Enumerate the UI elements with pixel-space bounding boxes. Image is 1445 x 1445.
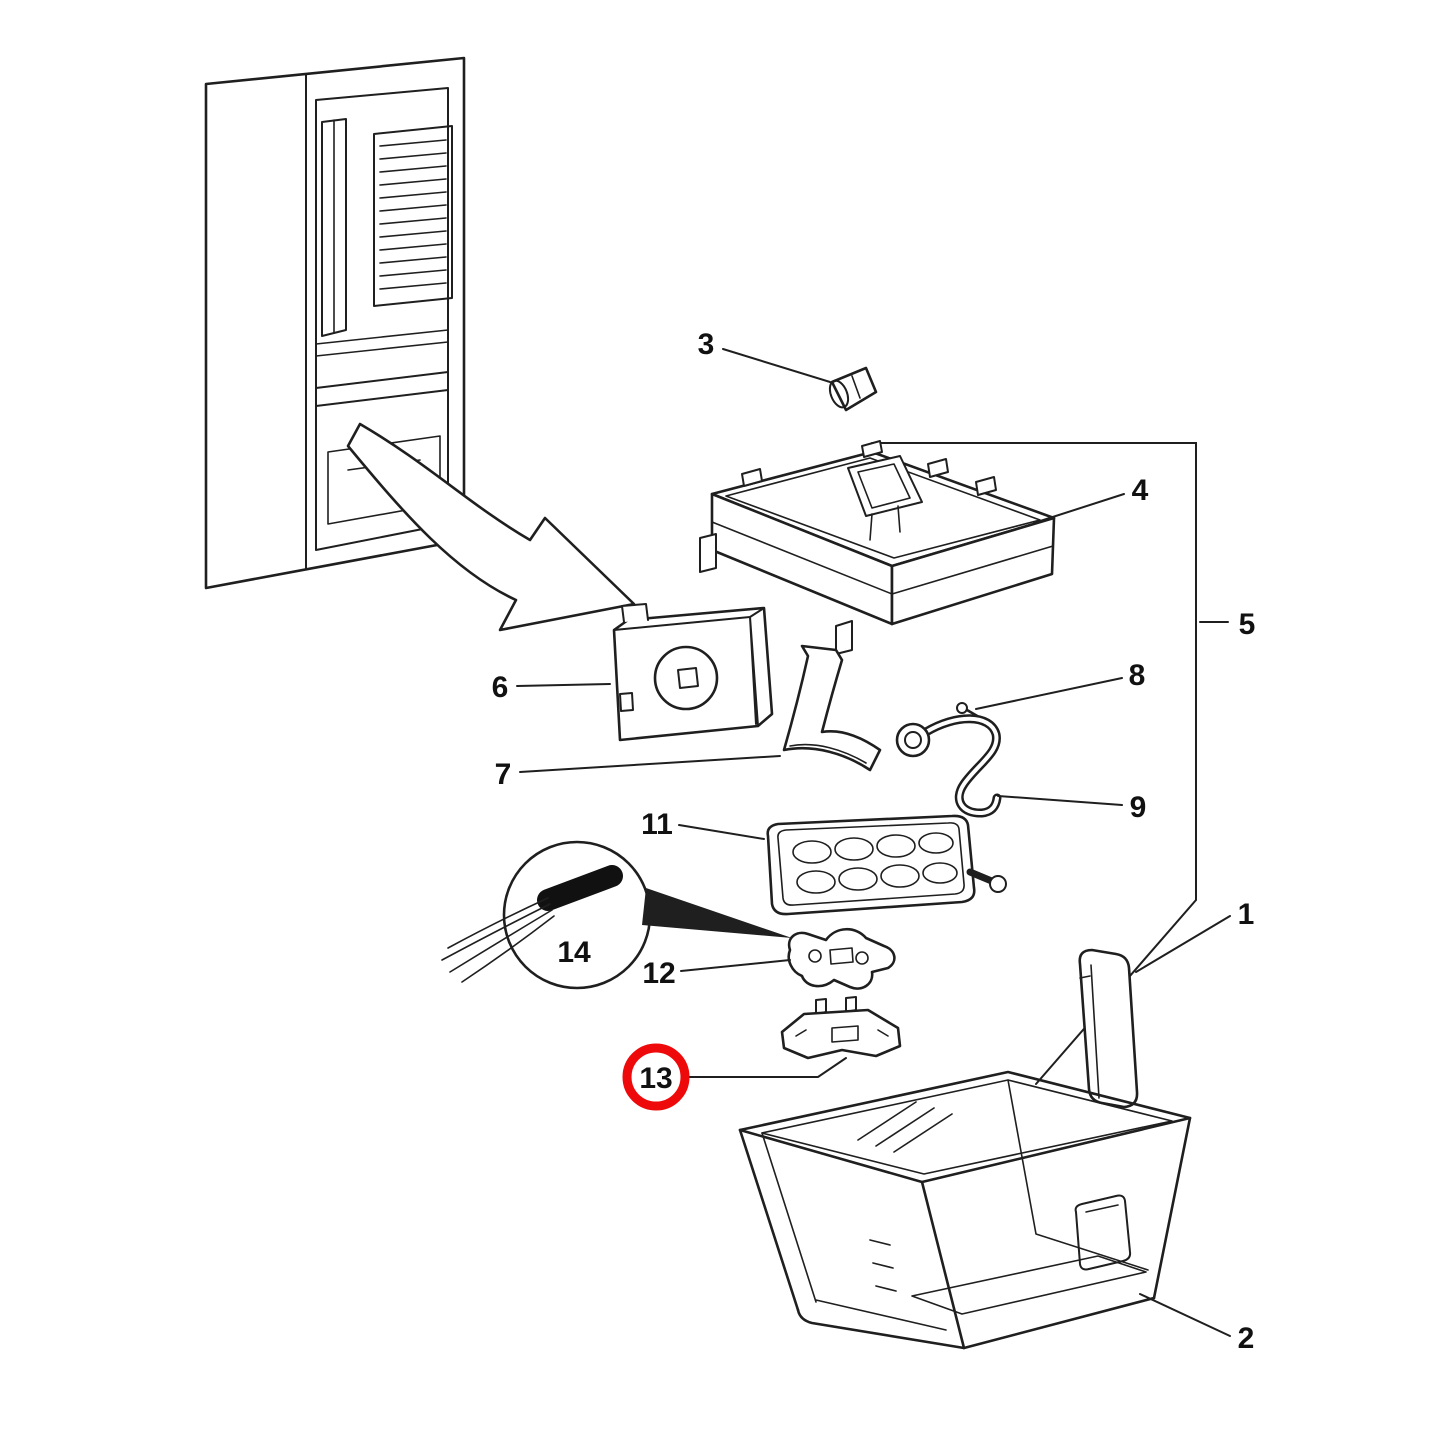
part-4-icemaker-module — [699, 440, 1056, 655]
part-6-motor-module — [612, 603, 774, 742]
sensor-probe — [537, 865, 623, 911]
part-14-sensor-zoom — [441, 840, 792, 990]
part-13-mounting-bracket — [780, 996, 902, 1060]
part-14-label: 14 — [557, 936, 591, 969]
part-7-bracket-lever — [782, 644, 882, 772]
part-11-leader — [678, 824, 765, 840]
zoom-wedge — [642, 888, 792, 938]
part-3-label: 3 — [698, 328, 715, 361]
part-6-label: 6 — [492, 671, 509, 704]
part-4-leader — [1033, 493, 1125, 524]
part-3-grommet — [828, 366, 878, 412]
sensor-wires — [441, 897, 555, 983]
part-11-label: 11 — [641, 808, 673, 841]
part-7-label: 7 — [495, 758, 512, 791]
vent-grille-lines — [379, 139, 447, 290]
part-7-leader — [519, 755, 781, 773]
part-12-label: 12 — [642, 957, 675, 990]
part-11-ice-tray — [766, 814, 1007, 916]
part-6-leader — [516, 683, 611, 687]
part-8-leader — [975, 677, 1123, 710]
part-2-label: 2 — [1238, 1322, 1255, 1355]
part-13-leader — [685, 1057, 847, 1078]
part-1-cover — [1078, 948, 1139, 1109]
part-2-leader — [1139, 1293, 1231, 1337]
part-9-label: 9 — [1130, 791, 1147, 824]
part-4-label: 4 — [1132, 474, 1149, 507]
callout-arrow — [346, 422, 636, 632]
part-1-label: 1 — [1238, 898, 1255, 931]
vent-grille-frame — [373, 125, 453, 307]
part-13-callout: 13 — [622, 1043, 690, 1111]
part-3-leader — [722, 348, 831, 383]
bin-handle — [1074, 1194, 1132, 1271]
part-9-shutoff-arm — [895, 714, 1002, 818]
part-5-label: 5 — [1239, 608, 1256, 641]
part-13-label: 13 — [639, 1062, 672, 1095]
part-12-leader — [680, 959, 791, 972]
part-9-leader — [997, 795, 1123, 806]
part-13-highlight-circle — [622, 1043, 690, 1111]
part-12-support-bracket — [787, 927, 896, 990]
bin-shine-lines — [857, 1101, 953, 1153]
part-1-leader — [1135, 915, 1231, 973]
part-8-label: 8 — [1129, 659, 1146, 692]
part-2-ice-bin — [738, 1070, 1192, 1350]
